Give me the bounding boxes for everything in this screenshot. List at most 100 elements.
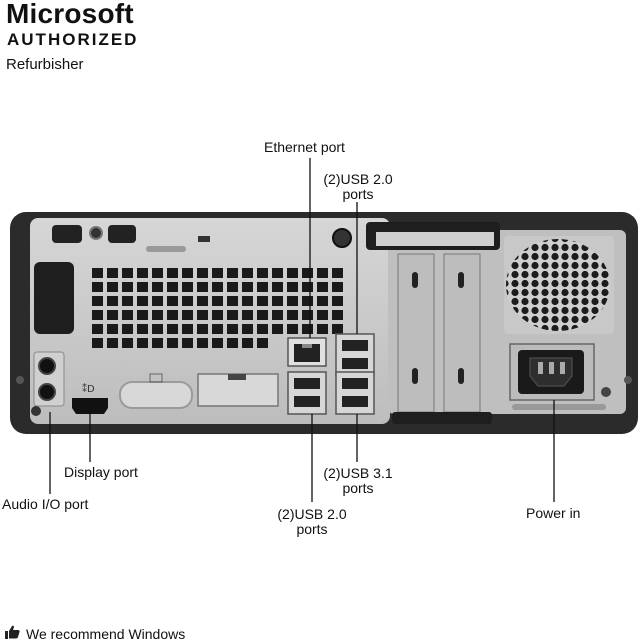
vent-hole xyxy=(332,324,343,334)
vent-hole xyxy=(287,324,298,334)
vent-hole xyxy=(227,282,238,292)
vent-hole xyxy=(152,268,163,278)
vent-hole xyxy=(317,268,328,278)
vent-hole xyxy=(332,268,343,278)
vent-hole xyxy=(152,324,163,334)
vent-hole xyxy=(197,282,208,292)
vent-hole xyxy=(287,296,298,306)
vent-hole xyxy=(227,338,238,348)
vent-hole xyxy=(167,310,178,320)
vent-hole xyxy=(302,282,313,292)
vent-hole xyxy=(332,296,343,306)
usb20-bottom-label: (2)USB 2.0 ports xyxy=(270,507,354,537)
vent-hole xyxy=(212,324,223,334)
vent-hole xyxy=(242,282,253,292)
vent-hole xyxy=(92,338,103,348)
vent-hole xyxy=(107,324,118,334)
vent-hole xyxy=(197,310,208,320)
vent-hole xyxy=(287,282,298,292)
vent-hole xyxy=(272,296,283,306)
vent-hole xyxy=(242,324,253,334)
vent-hole xyxy=(122,282,133,292)
vent-hole xyxy=(92,324,103,334)
vent-hole xyxy=(332,282,343,292)
vent-hole xyxy=(122,310,133,320)
usb31-label: (2)USB 3.1 ports xyxy=(318,466,398,496)
vent-hole xyxy=(302,324,313,334)
vent-hole xyxy=(107,338,118,348)
vent-hole xyxy=(302,310,313,320)
brand-title: Microsoft xyxy=(6,0,134,29)
vent-hole xyxy=(122,296,133,306)
vent-hole xyxy=(167,324,178,334)
vent-hole xyxy=(272,282,283,292)
display-port-label: Display port xyxy=(64,464,138,480)
usb20-top-2 xyxy=(342,358,368,369)
vent-hole xyxy=(227,296,238,306)
vent-hole xyxy=(137,324,148,334)
vent-hole xyxy=(107,296,118,306)
usb20-top-label-line1: (2)USB 2.0 xyxy=(323,171,393,187)
vent-hole xyxy=(152,338,163,348)
vent-hole xyxy=(197,324,208,334)
vent-hole xyxy=(137,268,148,278)
vent-hole xyxy=(272,310,283,320)
vent-hole xyxy=(182,338,193,348)
top-latch-left xyxy=(52,225,82,243)
vent-hole xyxy=(212,338,223,348)
vent-hole xyxy=(197,338,208,348)
vent-hole xyxy=(182,324,193,334)
vent-hole xyxy=(122,338,133,348)
usb20-top-label-line2: ports xyxy=(342,186,374,202)
usb20-bottom-label-line2: ports xyxy=(296,521,328,537)
vent-hole xyxy=(137,310,148,320)
vent-hole xyxy=(242,338,253,348)
usb20-top-1 xyxy=(342,340,368,351)
usb31-label-line1: (2)USB 3.1 xyxy=(323,465,393,481)
vent-hole xyxy=(227,268,238,278)
vent-hole xyxy=(227,310,238,320)
ethernet-port-label: Ethernet port xyxy=(264,139,345,155)
thumbs-up-icon xyxy=(4,625,20,642)
vent-hole xyxy=(287,310,298,320)
vent-hole xyxy=(137,338,148,348)
usb20-bottom-label-line1: (2)USB 2.0 xyxy=(277,506,347,522)
vent-hole xyxy=(167,338,178,348)
vent-hole xyxy=(257,338,268,348)
vent-hole xyxy=(242,268,253,278)
svg-text:⁑D: ⁑D xyxy=(82,382,95,395)
vent-hole xyxy=(152,310,163,320)
vent-hole xyxy=(122,268,133,278)
vent-hole xyxy=(182,282,193,292)
audio-jack-2 xyxy=(38,383,56,401)
vent-hole xyxy=(212,310,223,320)
vent-hole xyxy=(317,282,328,292)
vent-hole xyxy=(287,268,298,278)
vent-hole xyxy=(182,268,193,278)
power-in-label: Power in xyxy=(526,505,581,521)
vent-hole xyxy=(107,268,118,278)
vent-hole xyxy=(242,296,253,306)
vent-hole xyxy=(92,296,103,306)
vent-hole xyxy=(167,296,178,306)
brand-tagline: Refurbisher xyxy=(6,56,84,73)
vent-hole xyxy=(257,296,268,306)
vent-hole xyxy=(317,296,328,306)
side-handle xyxy=(34,262,74,334)
audio-port-label: Audio I/O port xyxy=(2,496,89,512)
vent-hole xyxy=(257,268,268,278)
vent-hole xyxy=(212,296,223,306)
vent-hole xyxy=(182,296,193,306)
vent-hole xyxy=(212,268,223,278)
vent-grid xyxy=(92,268,343,348)
vent-hole xyxy=(197,296,208,306)
vent-hole xyxy=(302,296,313,306)
usb20-bottom-1 xyxy=(294,378,320,389)
top-screw xyxy=(89,226,103,240)
vent-hole xyxy=(182,310,193,320)
vent-hole xyxy=(92,310,103,320)
vent-hole xyxy=(212,282,223,292)
vent-hole xyxy=(92,268,103,278)
vent-hole xyxy=(227,324,238,334)
